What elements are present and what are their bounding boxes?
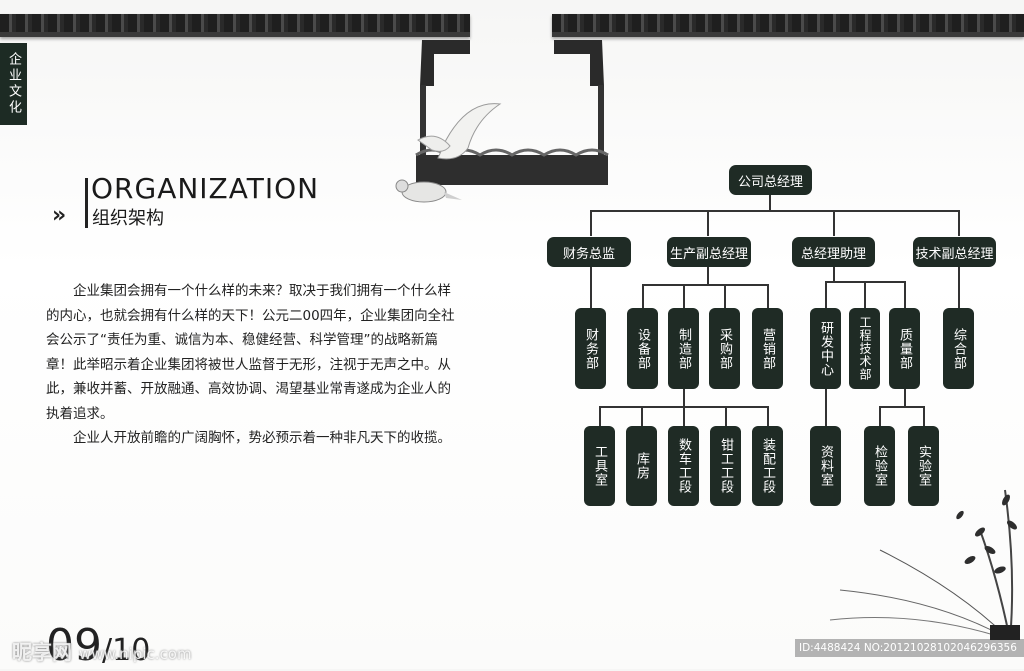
watermark-left-brand: 昵享网 (12, 640, 72, 664)
page-number: 09/10 (46, 620, 150, 671)
connector (958, 210, 960, 236)
connector (833, 210, 835, 236)
connector (590, 266, 592, 308)
org-node-tech-vp: 技术副总经理 (913, 237, 996, 267)
chevrons-icon: » (52, 203, 66, 228)
connector (767, 406, 769, 426)
connector (724, 284, 726, 308)
connector (642, 284, 644, 308)
connector (642, 284, 769, 286)
org-node-finance-dept: 财务部 (575, 308, 606, 389)
connector (825, 389, 827, 426)
connector (590, 210, 592, 236)
connector (707, 210, 709, 236)
connector (825, 281, 827, 308)
org-node-finance-director: 财务总监 (547, 237, 631, 267)
org-node-cnc-section: 数车工段 (668, 426, 699, 506)
org-node-marketing-dept: 营销部 (752, 308, 783, 389)
connector (599, 406, 601, 426)
connector (879, 406, 925, 408)
body-text: 企业集团会拥有一个什么样的未来？取决于我们拥有一个什么样的内心，也就会拥有什么样… (46, 279, 458, 451)
connector (767, 284, 769, 308)
paragraph-1: 企业集团会拥有一个什么样的未来？取决于我们拥有一个什么样的内心，也就会拥有什么样… (46, 283, 455, 422)
page-total: /10 (102, 633, 151, 668)
watermark-left: 昵享网 www.nipic.com (12, 636, 192, 665)
org-node-production-vp: 生产副总经理 (667, 237, 751, 267)
connector (707, 266, 709, 284)
title-chinese: 组织架构 (92, 208, 164, 229)
connector (641, 406, 643, 426)
connector (683, 389, 685, 407)
watermark-right: ID:4488424 NO:20121028102046296356 (795, 639, 1024, 657)
roof-tiles-right (552, 14, 1024, 37)
org-node-fitter-section: 钳工工段 (710, 426, 741, 506)
roof-tiles-left (0, 14, 470, 37)
connector (769, 194, 771, 210)
org-node-warehouse: 库房 (626, 426, 657, 506)
org-node-quality-dept: 质量部 (889, 308, 920, 389)
doves-illustration (395, 103, 502, 203)
title-english: ORGANIZATION (91, 172, 320, 205)
org-node-engineering-dept: 工程技术部 (849, 308, 880, 389)
paragraph-2: 企业人开放前瞻的广阔胸怀，势必预示着一种非凡天下的收揽。 (73, 430, 451, 446)
org-node-equipment-dept: 设备部 (627, 308, 658, 389)
org-node-gm-assistant: 总经理助理 (792, 237, 875, 267)
connector (904, 389, 906, 407)
window-frame-illustration (415, 40, 609, 185)
org-node-archive-room: 资料室 (810, 426, 841, 506)
page-current: 09 (46, 620, 102, 671)
watermark-left-url: www.nipic.com (78, 645, 192, 663)
connector (958, 266, 960, 308)
connector (683, 284, 685, 308)
org-node-assembly-section: 装配工段 (752, 426, 783, 506)
plant-illustration (829, 489, 1020, 640)
org-node-general-dept: 综合部 (943, 308, 974, 389)
connector (879, 406, 881, 426)
org-node-purchasing-dept: 采购部 (709, 308, 740, 389)
org-node-laboratory: 实验室 (908, 426, 939, 506)
connector (864, 281, 866, 308)
connector (904, 281, 906, 308)
org-node-tool-room: 工具室 (584, 426, 615, 506)
connector (590, 210, 960, 212)
connector (725, 406, 727, 426)
title-divider (85, 178, 88, 228)
org-node-manufacturing-dept: 制造部 (668, 308, 699, 389)
org-node-rd-center: 研发中心 (810, 308, 841, 389)
org-node-root: 公司总经理 (729, 165, 812, 195)
connector (923, 406, 925, 426)
org-node-inspection-room: 检验室 (864, 426, 895, 506)
connector (683, 406, 685, 426)
side-tab: 企业文化 (0, 43, 27, 125)
connector (833, 266, 835, 282)
